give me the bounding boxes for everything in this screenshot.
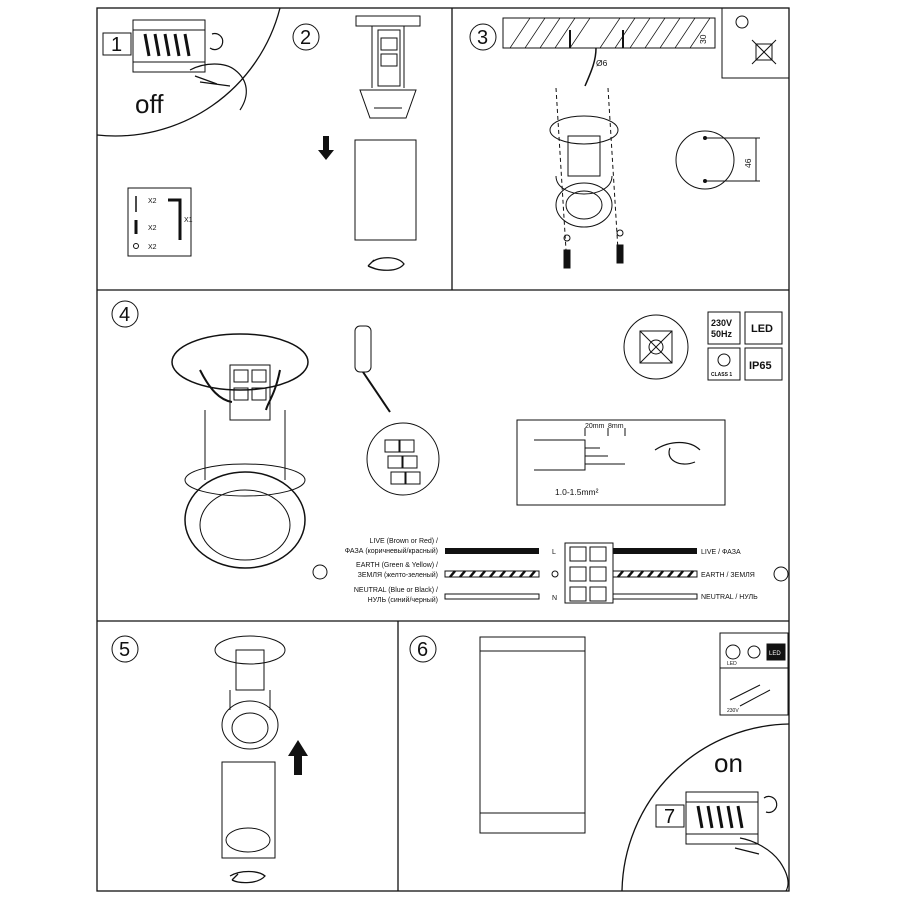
step-7-on-label: on	[714, 748, 743, 778]
step-2-number-circle	[292, 23, 320, 51]
earth-class-icon	[717, 353, 731, 367]
class-label: CLASS 1	[711, 372, 732, 378]
step-5-number: 5	[119, 639, 130, 661]
screwdriver-icon	[354, 325, 391, 413]
no-insulation-box	[721, 7, 790, 79]
washer-qty: X2	[148, 244, 157, 251]
step-4-number: 4	[119, 304, 130, 326]
led-symbol-label: LED	[751, 323, 773, 335]
step-4-panel: 4	[111, 300, 789, 604]
wiring-diagram: LIVE (Brown or Red) / ФАЗА (коричневый/к…	[312, 538, 789, 604]
live-wire-out	[613, 548, 697, 554]
earth-symbol-in	[312, 564, 328, 580]
step-1-magnifier-circle	[96, 7, 281, 137]
plug-qty: X2	[148, 225, 157, 232]
freq-label: 50Hz	[711, 329, 733, 339]
step-7-terminal-block	[685, 791, 778, 845]
step-2-panel: 2	[292, 15, 421, 271]
step-7-number-box	[655, 804, 685, 828]
depth-dimension: 30	[698, 34, 708, 44]
led-info-panel	[719, 632, 789, 716]
step-5-fixture	[214, 635, 286, 859]
cable-gauge: 1.0-1.5mm²	[555, 487, 599, 497]
up-arrow-icon	[288, 740, 308, 775]
step-2-rotate-icon	[367, 257, 405, 271]
led-panel-voltage: 230V	[727, 708, 739, 714]
terminal-zoom	[366, 422, 440, 496]
earth-wire-out-stripes	[617, 570, 694, 578]
live-wire-in	[445, 548, 539, 554]
earth-wire-out	[612, 570, 698, 578]
step-1-panel: 1 off X2 X2 X2 X1	[96, 7, 281, 257]
step-4-number-circle	[111, 300, 139, 328]
step-1-hand-icon	[189, 63, 247, 111]
finished-cylinder-light	[479, 636, 586, 834]
hole-template	[675, 130, 760, 190]
hole-dimension: Ø6	[596, 58, 608, 68]
step-6-number: 6	[417, 639, 428, 661]
earth-symbol-out	[773, 566, 789, 582]
panel-frame	[96, 7, 790, 892]
step-3-number-circle	[469, 23, 497, 51]
parts-list-box: X2 X2 X2 X1	[127, 187, 193, 257]
neutral-wire-in	[444, 593, 540, 600]
ip-rating-label: IP65	[749, 360, 772, 372]
safety-symbols	[623, 311, 783, 381]
down-arrow-icon	[318, 136, 334, 160]
earth-label-en: EARTH (Green & Yellow) /	[356, 562, 438, 569]
terminal-l-label: L	[552, 549, 556, 556]
step-1-number: 1	[111, 34, 122, 56]
step-7-magnifier-circle	[621, 723, 790, 892]
step-7-number: 7	[664, 806, 675, 828]
hex-key-icon	[168, 198, 182, 240]
earth-wire-in-stripes	[449, 570, 536, 578]
step-2-fixture-top	[355, 15, 421, 119]
neutral-out-label: NEUTRAL / НУЛЬ	[701, 594, 758, 601]
live-out-label: LIVE / ФАЗА	[701, 549, 741, 556]
step-3-panel: 3 30 Ø6	[469, 7, 790, 269]
led-panel-label-a: LED	[727, 661, 737, 667]
neutral-label-en: NEUTRAL (Blue or Black) /	[354, 587, 438, 594]
live-label-ru: ФАЗА (коричневый/красный)	[345, 547, 438, 555]
step-1-terminal-block	[132, 19, 224, 73]
led-panel-label-b: LED	[769, 651, 781, 657]
step-3-fixture	[549, 87, 619, 251]
washer-icon	[133, 243, 139, 249]
step-2-cylinder-body	[354, 139, 417, 241]
neutral-wire-out	[612, 593, 698, 600]
ceiling-section	[502, 17, 716, 87]
mounting-screws	[563, 229, 624, 269]
live-label-en: LIVE (Brown or Red) /	[370, 538, 439, 545]
step-1-number-box	[102, 32, 132, 56]
step-3-number: 3	[477, 27, 488, 49]
spacing-dimension: 46	[743, 158, 753, 168]
earth-label-ru: ЗЕМЛЯ (желто-зеленый)	[358, 571, 438, 579]
step-5-panel: 5	[111, 635, 308, 884]
neutral-label-ru: НУЛЬ (синий/черный)	[368, 596, 438, 604]
terminal-n-label: N	[552, 595, 557, 602]
step-6-panel: 6 LED LED 230V on 7	[409, 632, 790, 892]
earth-out-label: EARTH / ЗЕМЛЯ	[701, 572, 755, 579]
step-7-hand-icon	[734, 837, 789, 892]
step-5-number-circle	[111, 635, 139, 663]
screw-qty: X2	[148, 198, 157, 205]
step-4-fixture	[171, 333, 309, 569]
cable-strip-box	[516, 419, 726, 506]
step-5-rotate-icon	[229, 870, 266, 884]
strip-short-dim: 8mm	[608, 423, 624, 430]
strip-long-dim: 20mm	[585, 423, 605, 430]
sun-icon	[725, 644, 741, 660]
step-2-number: 2	[300, 27, 311, 49]
wiring-terminal-block	[564, 542, 614, 604]
step-1-off-label: off	[135, 89, 164, 119]
voltage-label: 230V	[711, 318, 732, 328]
terminal-earth-symbol	[551, 570, 559, 578]
hex-key-qty: X1	[184, 217, 193, 224]
step-6-number-circle	[409, 635, 437, 663]
